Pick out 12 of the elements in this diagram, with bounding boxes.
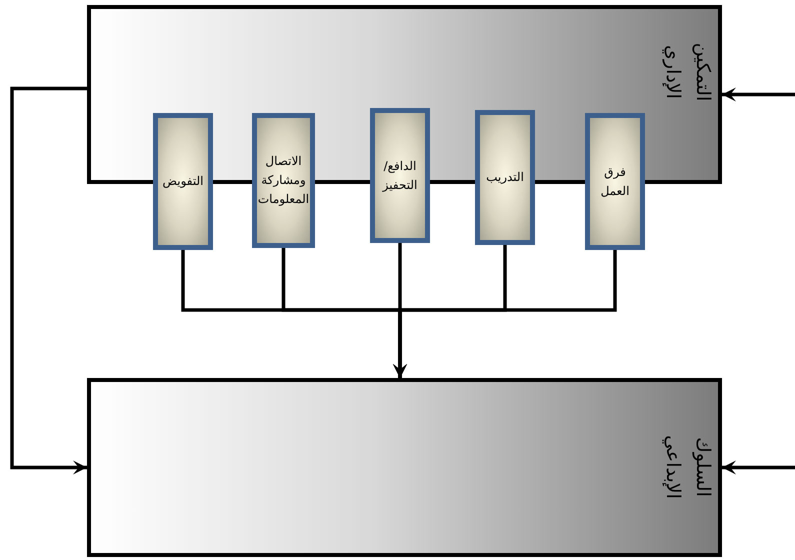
arrow	[181, 250, 407, 378]
block-label: التمكين الإداري	[661, 42, 715, 104]
factor-box: التدريب	[475, 110, 535, 245]
block-label: السلوك الإبداعي	[661, 434, 715, 501]
factor-box: فرق العمل	[585, 113, 645, 250]
block-box	[87, 378, 722, 557]
factor-box: الاتصال ومشاركة المعلومات	[252, 113, 315, 248]
factor-box: التفويض	[153, 113, 213, 250]
arrow	[722, 88, 795, 102]
arrow	[10, 86, 87, 474]
factor-box: الدافع/التحفيز	[370, 108, 430, 243]
arrow	[722, 460, 795, 474]
